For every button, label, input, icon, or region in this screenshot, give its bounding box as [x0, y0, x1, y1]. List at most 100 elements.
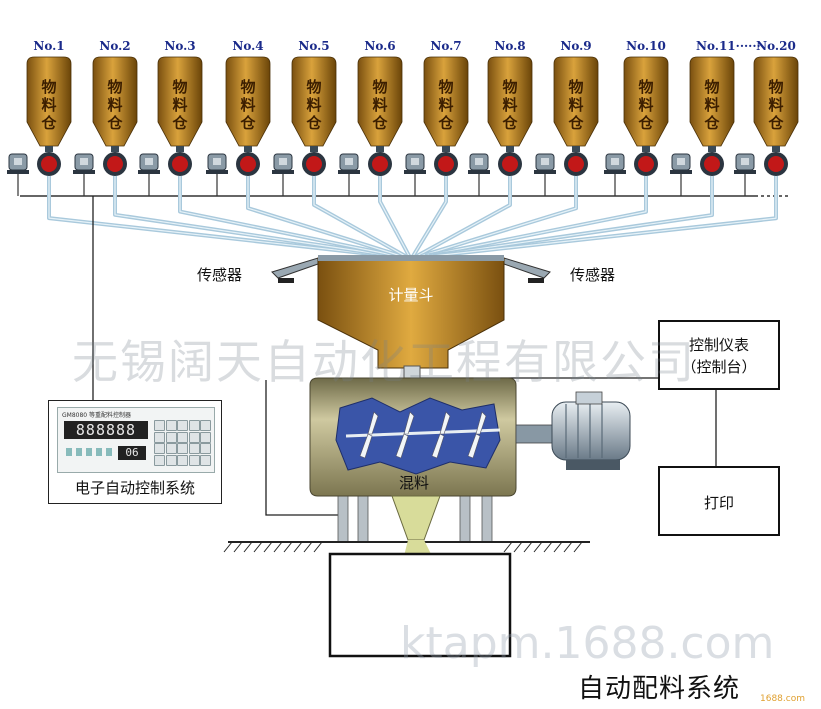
silo-body	[487, 56, 533, 147]
silo-number: No.4	[232, 39, 263, 53]
silo-text-char: 仓	[767, 114, 784, 132]
control-panel-device: GM8080 等重配料控制器 888888 06	[57, 407, 215, 473]
silo-text-char: 物	[568, 78, 583, 96]
keypad-key	[165, 443, 177, 454]
silo-neck	[442, 146, 450, 152]
silo-text-char: 仓	[637, 114, 654, 132]
feeder-motor-face	[14, 158, 22, 165]
mixer-leg-4	[481, 489, 493, 543]
silo-text-char: 料	[41, 96, 56, 114]
silo-text-char: 物	[372, 78, 387, 96]
feed-pipes	[47, 176, 778, 258]
silo-number: No.5	[298, 39, 329, 53]
paddle-blade	[395, 411, 415, 459]
sensor-bracket-left	[271, 257, 319, 279]
silo-neck	[772, 146, 780, 152]
silo-text-char: 仓	[703, 114, 720, 132]
silo-number: No.6	[364, 39, 395, 53]
silo-neck	[572, 146, 580, 152]
mixer-paddles	[345, 411, 501, 459]
silo-text-char: 物	[768, 78, 783, 96]
silo-neck	[642, 146, 650, 152]
silo-neck	[244, 146, 252, 152]
valve-icon	[107, 156, 123, 172]
keypad-key	[154, 431, 165, 443]
sensor-foot-right	[528, 278, 544, 283]
silo-text-char: 物	[438, 78, 453, 96]
silo-text-char: 料	[568, 96, 583, 114]
keypad-key	[188, 431, 200, 443]
hatch-mark	[513, 541, 523, 553]
weigh-hopper	[317, 257, 505, 369]
feeder-motor-base	[534, 170, 556, 174]
silo-text-char: 物	[172, 78, 187, 96]
feeder-motor-base	[7, 170, 29, 174]
keypad-key	[165, 431, 177, 443]
feeder-motor-face	[279, 158, 287, 165]
paddle-blade	[467, 411, 487, 459]
keypad-key	[200, 454, 211, 466]
feeder-motor-face	[411, 158, 419, 165]
feed-pipe-highlight	[416, 176, 511, 257]
feed-pipe-highlight	[114, 176, 394, 257]
hatch-mark	[503, 541, 513, 553]
silo-text-char: 物	[502, 78, 517, 96]
electronic-control-unit: GM8080 等重配料控制器 888888 06 电子自动控制系统	[48, 400, 222, 504]
silo-text-char: 仓	[437, 114, 454, 132]
feeder-motor-face	[541, 158, 549, 165]
keypad-key	[200, 431, 211, 443]
silo-body	[623, 56, 669, 147]
company-watermark: 无锡阔天自动化工程有限公司	[72, 335, 696, 389]
feeder-motor-base	[734, 170, 756, 174]
valve-icon	[502, 156, 518, 172]
feed-pipe-highlight	[48, 176, 390, 257]
valve-icon	[172, 156, 188, 172]
silo-text-char: 料	[638, 96, 653, 114]
silo-number: No.3	[164, 39, 195, 53]
silo-number: No.9	[560, 39, 591, 53]
electronic-control-label: 电子自动控制系统	[74, 479, 195, 497]
silo-neck	[708, 146, 716, 152]
paddle-blade	[431, 411, 451, 459]
valve-icon	[568, 156, 584, 172]
hopper-rim	[318, 255, 504, 261]
hatch-mark	[283, 541, 293, 553]
silo-body	[225, 56, 271, 147]
hatch-mark	[243, 541, 253, 553]
mixer-motor	[515, 391, 631, 470]
sensor-bracket-right	[503, 257, 551, 279]
feeder-motor-face	[80, 158, 88, 165]
feeder-motor-face	[741, 158, 749, 165]
feed-pipe-highlight	[432, 176, 777, 257]
silo-body	[92, 56, 138, 147]
controller-label-line2: （控制台）	[681, 358, 757, 376]
silo-number: No.20	[756, 39, 796, 53]
control-panel-indicators	[66, 448, 112, 456]
keypad-key	[188, 454, 200, 466]
hatch-mark	[563, 541, 573, 553]
keypad-key	[165, 454, 177, 466]
feeder-motor-base	[404, 170, 426, 174]
silo-text-char: 物	[107, 78, 122, 96]
control-panel-keypad	[154, 420, 212, 466]
silo-body	[291, 56, 337, 147]
silo-text-char: 仓	[305, 114, 322, 132]
silo-text-char: 物	[240, 78, 255, 96]
silo-neck	[310, 146, 318, 152]
hopper-label: 计量斗	[388, 286, 433, 304]
silo-number: No.1	[33, 39, 64, 53]
hatch-mark	[553, 541, 563, 553]
silo-text-char: 仓	[40, 114, 57, 132]
silo-number: No.8	[494, 39, 525, 53]
silo-number: No.2	[99, 39, 130, 53]
controller-label-line1: 控制仪表	[688, 336, 749, 354]
hatch-mark	[233, 541, 243, 553]
hatch-mark	[573, 541, 583, 553]
ground-hatch	[223, 541, 583, 553]
